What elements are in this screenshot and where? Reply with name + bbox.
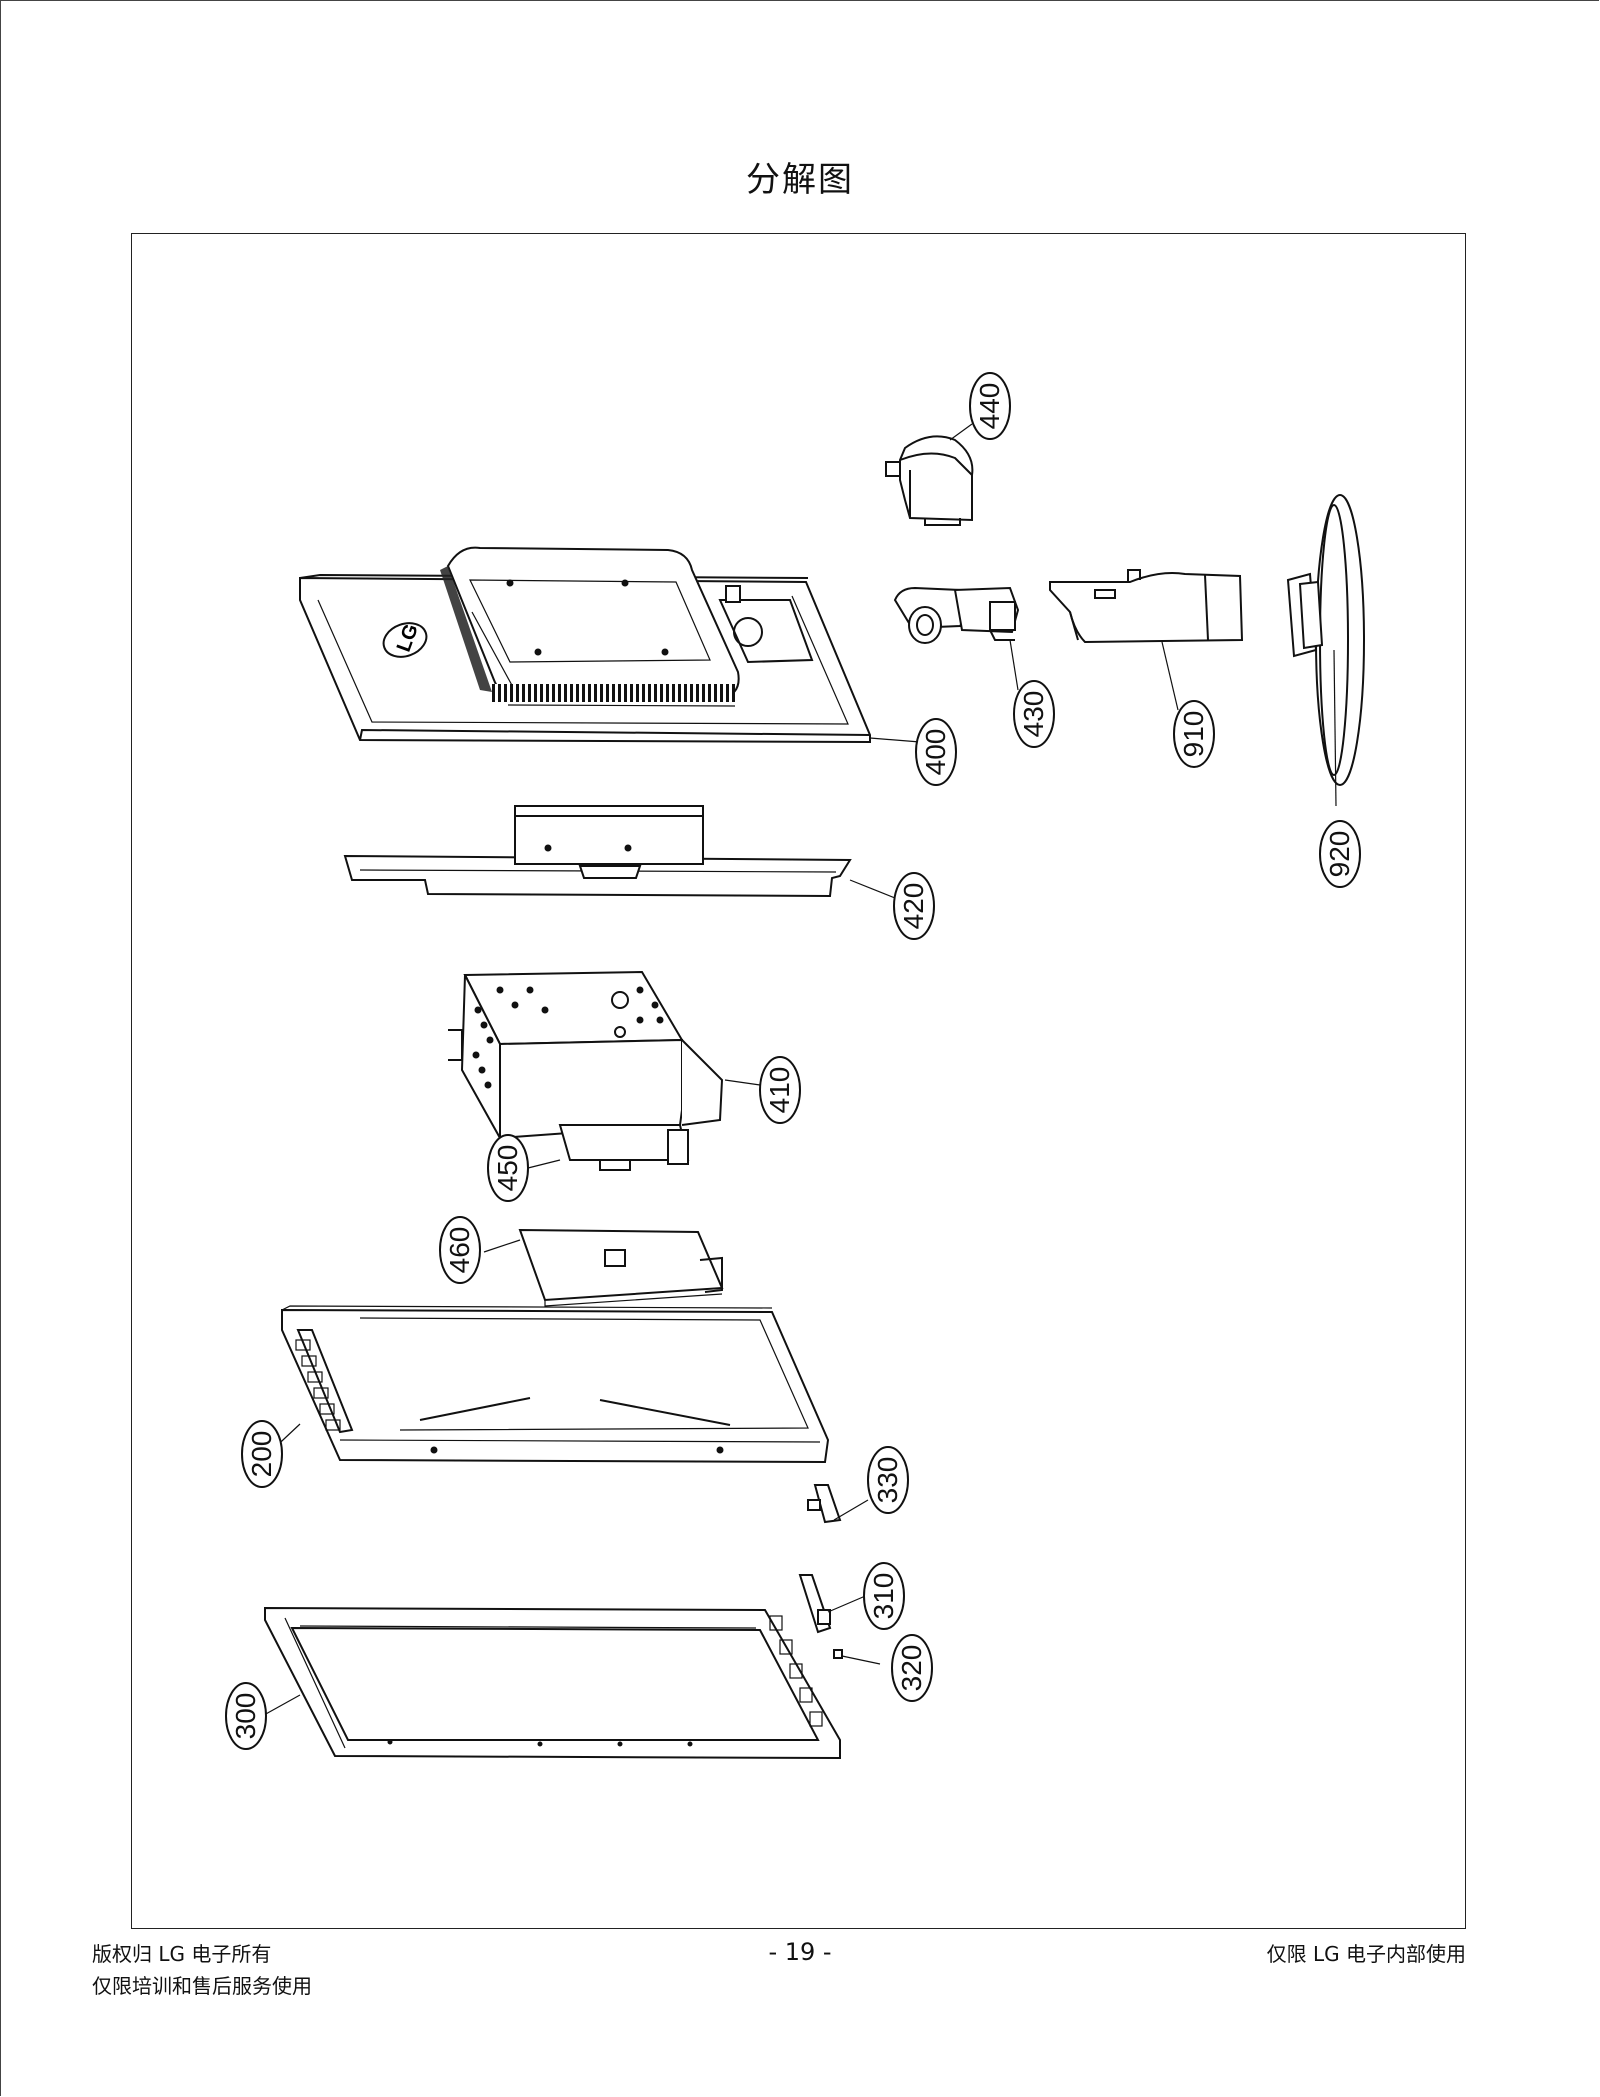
callout-440: 440 [969, 372, 1011, 440]
callout-200: 200 [241, 1420, 283, 1488]
footer-copyright-line1: 版权归 LG 电子所有 [92, 1942, 272, 1966]
svg-text:300: 300 [230, 1693, 261, 1740]
part-440-cover [885, 435, 974, 526]
svg-text:460: 460 [444, 1227, 475, 1274]
part-330-clip [807, 1484, 842, 1524]
callout-330: 330 [867, 1446, 909, 1514]
part-420-bracket [343, 805, 852, 898]
svg-text:450: 450 [492, 1145, 523, 1192]
footer-page-number: - 19 - [768, 1938, 832, 1966]
svg-text:440: 440 [974, 383, 1005, 430]
callout-410: 410 [759, 1056, 801, 1124]
callout-310: 310 [863, 1562, 905, 1630]
callout-400: 400 [915, 718, 957, 786]
svg-text:310: 310 [868, 1573, 899, 1620]
svg-text:430: 430 [1018, 691, 1049, 738]
part-430-hinge [893, 586, 1020, 644]
part-910-stand-body [1049, 569, 1244, 644]
page-title: 分解图 [746, 160, 854, 200]
callout-460: 460 [439, 1216, 481, 1284]
svg-text:330: 330 [872, 1457, 903, 1504]
callout-320: 320 [891, 1634, 933, 1702]
exploded-diagram-frame [131, 233, 1466, 1929]
footer-copyright: 版权归 LG 电子所有 仅限培训和售后服务使用 [92, 1938, 312, 2002]
part-410-shield [448, 970, 724, 1142]
footer-copyright-line2: 仅限培训和售后服务使用 [92, 1974, 312, 1998]
callout-910: 910 [1173, 700, 1215, 768]
callout-920: 920 [1319, 820, 1361, 888]
part-460-main-board [518, 1228, 724, 1307]
svg-text:400: 400 [920, 729, 951, 776]
svg-text:420: 420 [898, 883, 929, 930]
callout-430: 430 [1013, 680, 1055, 748]
callout-450: 450 [487, 1134, 529, 1202]
svg-text:910: 910 [1178, 711, 1209, 758]
part-200-lcd-module [281, 1305, 830, 1464]
callout-300: 300 [225, 1682, 267, 1750]
svg-text:320: 320 [896, 1645, 927, 1692]
svg-text:200: 200 [246, 1431, 277, 1478]
part-310-control-board [798, 1574, 832, 1634]
part-320-button [833, 1649, 843, 1659]
svg-text:410: 410 [764, 1067, 795, 1114]
part-450-board [558, 1124, 690, 1171]
callouts: 440 400 430 910 920 420 410 450 [225, 372, 1361, 1750]
part-300-front-bezel [264, 1606, 841, 1760]
callout-420: 420 [893, 872, 935, 940]
part-400-back-cover: LG [299, 546, 871, 744]
svg-text:920: 920 [1324, 831, 1355, 878]
part-920-stand-base [1286, 494, 1365, 786]
footer-internal-use: 仅限 LG 电子内部使用 [1266, 1942, 1466, 1966]
